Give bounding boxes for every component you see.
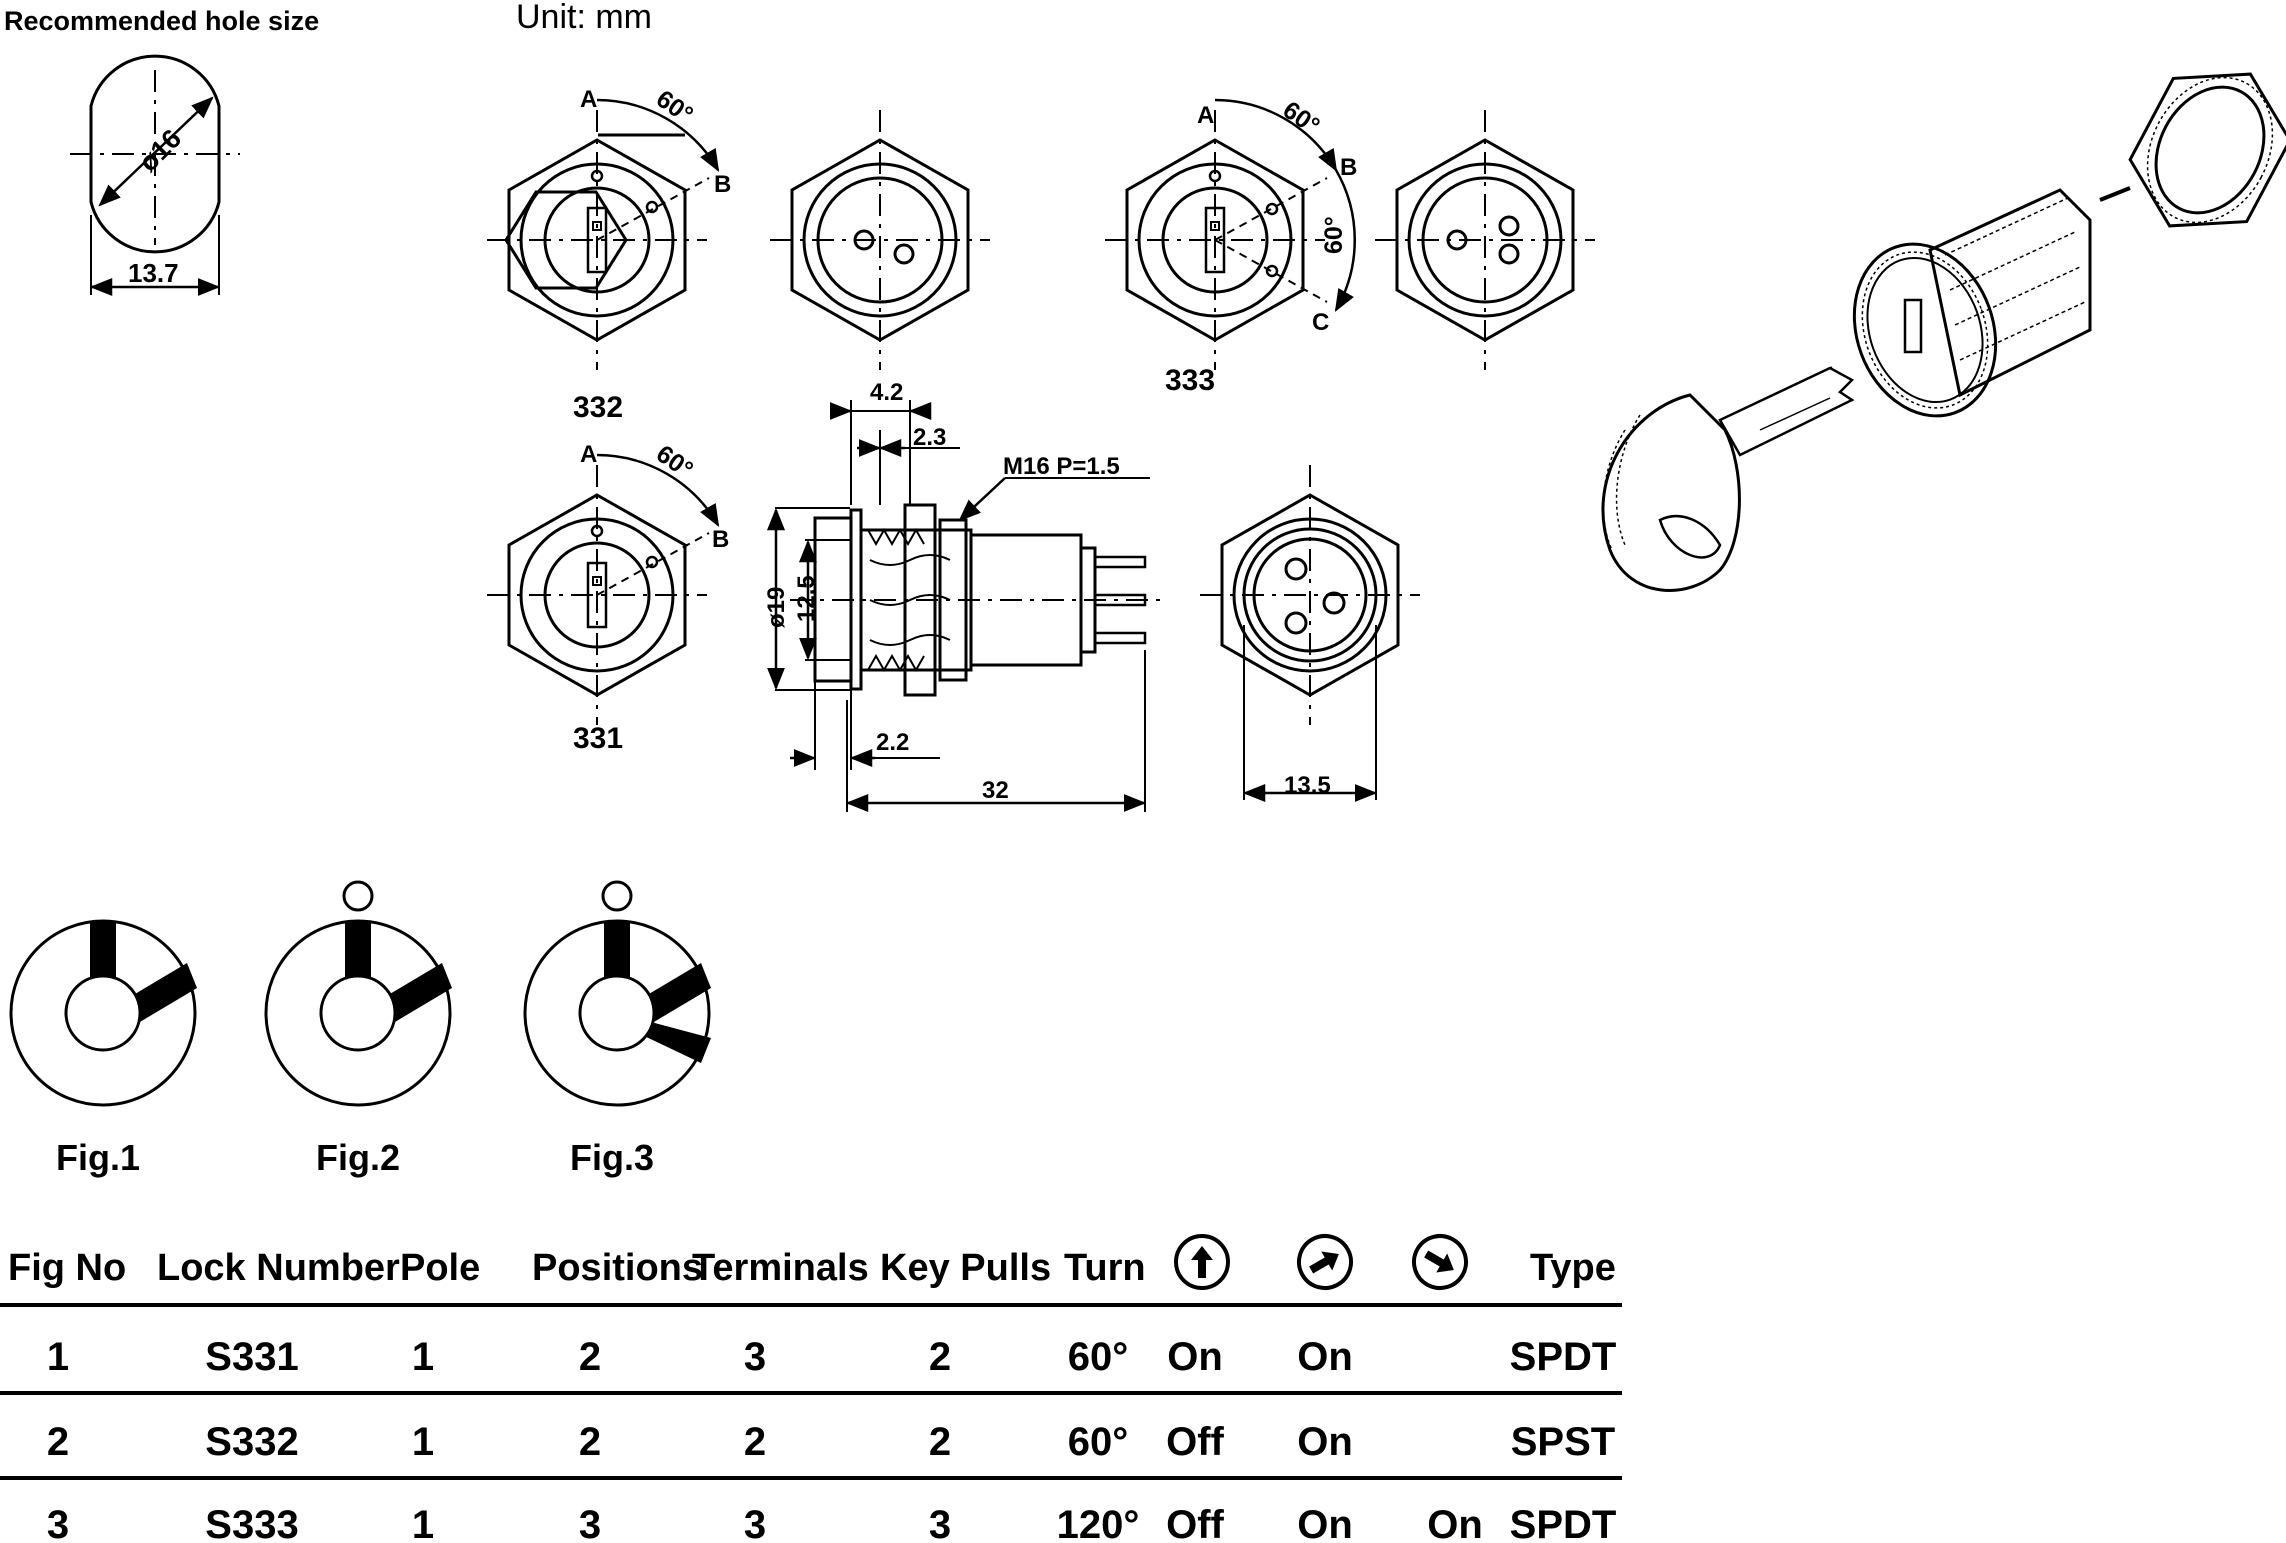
table-row: 2 S332 1 2 2 2 60° Off On SPST: [47, 1420, 1615, 1464]
table-row: 3 S333 1 3 3 3 120° Off On On SPDT: [47, 1503, 1616, 1543]
cell-pos-up: Off: [1166, 1420, 1224, 1464]
cell-fig-no: 1: [47, 1335, 69, 1379]
v333-angle-1: 60°: [1278, 96, 1325, 141]
cell-pole: 1: [412, 1420, 434, 1464]
cell-key-pulls: 2: [929, 1420, 951, 1464]
view-332-front: [487, 98, 720, 370]
v333-pos-c: C: [1312, 309, 1329, 336]
v333-pos-a: A: [1197, 102, 1214, 129]
view-331-front: [487, 453, 720, 725]
view-333-rear: [1375, 110, 1595, 370]
unit-label: Unit: mm: [516, 0, 652, 36]
table-header: Fig No Lock Number Pole Positions Termin…: [8, 1247, 1616, 1289]
cell-lock-number: S331: [205, 1335, 298, 1379]
cell-fig-no: 3: [47, 1503, 69, 1543]
fig-2-key-marker: [342, 880, 374, 912]
cell-fig-no: 2: [47, 1420, 69, 1464]
arrow-down-right-icon: [1412, 1234, 1468, 1290]
cell-pole: 1: [412, 1503, 434, 1543]
cell-pos-up-right: On: [1297, 1335, 1353, 1379]
cell-turn: 60°: [1068, 1335, 1129, 1379]
header-pole: Pole: [400, 1247, 480, 1289]
v331-pos-a: A: [580, 441, 597, 468]
cell-positions: 2: [579, 1420, 601, 1464]
cell-pole: 1: [412, 1335, 434, 1379]
view-332-rear: [770, 110, 990, 370]
v332-angle: 60°: [651, 85, 698, 130]
table-row: 1 S331 1 2 3 2 60° On On SPDT: [47, 1335, 1616, 1379]
cell-lock-number: S333: [205, 1503, 298, 1543]
cell-type: SPDT: [1510, 1335, 1617, 1379]
cell-pos-up: Off: [1166, 1503, 1224, 1543]
fig-3-label: Fig.3: [570, 1137, 654, 1178]
fig-1-label: Fig.1: [56, 1137, 140, 1178]
header-lock-number: Lock Number: [157, 1247, 400, 1289]
cell-type: SPDT: [1510, 1503, 1617, 1543]
arrow-up-icon: [1174, 1234, 1230, 1290]
v332-label: 332: [573, 391, 623, 424]
rear-view-331: [1200, 465, 1420, 802]
v333-angle-2: 60°: [1320, 216, 1348, 254]
cell-turn: 120°: [1057, 1503, 1140, 1543]
hole-width-label: 13.7: [128, 258, 179, 288]
side-dim-dia-outer: ø19: [763, 587, 790, 628]
cell-pos-down-right: On: [1427, 1503, 1483, 1543]
arrow-up-right-icon: [1297, 1234, 1353, 1290]
header-positions: Positions: [532, 1247, 703, 1289]
spec-table: Fig No Lock Number Pole Positions Termin…: [0, 1234, 1622, 1543]
cell-positions: 2: [579, 1335, 601, 1379]
v331-label: 331: [573, 722, 623, 755]
cell-key-pulls: 3: [929, 1503, 951, 1543]
v333-label: 333: [1165, 364, 1215, 397]
hole-diagram: [70, 54, 240, 296]
cell-positions: 3: [579, 1503, 601, 1543]
header-key-pulls: Key Pulls: [880, 1247, 1051, 1289]
recommended-hole-label: Recommended hole size: [4, 6, 319, 36]
cell-pos-up-right: On: [1297, 1503, 1353, 1543]
fig-3-key-marker: [601, 880, 633, 912]
cell-lock-number: S332: [205, 1420, 298, 1464]
rear-dim-width: 13.5: [1284, 772, 1331, 799]
fig-2-diagram: [264, 880, 452, 1107]
side-view: [767, 400, 1160, 812]
side-dim-length: 32: [982, 777, 1009, 804]
fig-2-label: Fig.2: [316, 1137, 400, 1178]
header-type: Type: [1530, 1247, 1616, 1289]
header-fig-no: Fig No: [8, 1247, 126, 1289]
cell-key-pulls: 2: [929, 1335, 951, 1379]
header-terminals: Terminals: [692, 1247, 869, 1289]
fig-1-diagram: [9, 919, 197, 1107]
v332-pos-b: B: [714, 171, 731, 198]
side-dim-top2: 2.3: [913, 424, 946, 451]
side-thread-label: M16 P=1.5: [1003, 453, 1120, 480]
cell-pos-up-right: On: [1297, 1420, 1353, 1464]
key-switch-illustration: [1601, 72, 2286, 592]
cell-terminals: 3: [744, 1503, 766, 1543]
v331-angle: 60°: [651, 440, 698, 485]
v333-pos-b: B: [1340, 154, 1357, 181]
side-dim-top1: 4.2: [870, 379, 903, 406]
cell-turn: 60°: [1068, 1420, 1129, 1464]
cell-terminals: 3: [744, 1335, 766, 1379]
v332-pos-a: A: [580, 86, 597, 113]
header-turn: Turn: [1064, 1247, 1146, 1289]
v331-pos-b: B: [712, 526, 729, 553]
side-dim-dia-inner: 12.5: [793, 575, 820, 622]
cell-pos-up: On: [1167, 1335, 1223, 1379]
cell-type: SPST: [1511, 1420, 1615, 1464]
side-dim-bottom-small: 2.2: [876, 729, 909, 756]
view-333-front: [1105, 98, 1356, 370]
fig-3-diagram: [523, 880, 711, 1107]
cell-terminals: 2: [744, 1420, 766, 1464]
